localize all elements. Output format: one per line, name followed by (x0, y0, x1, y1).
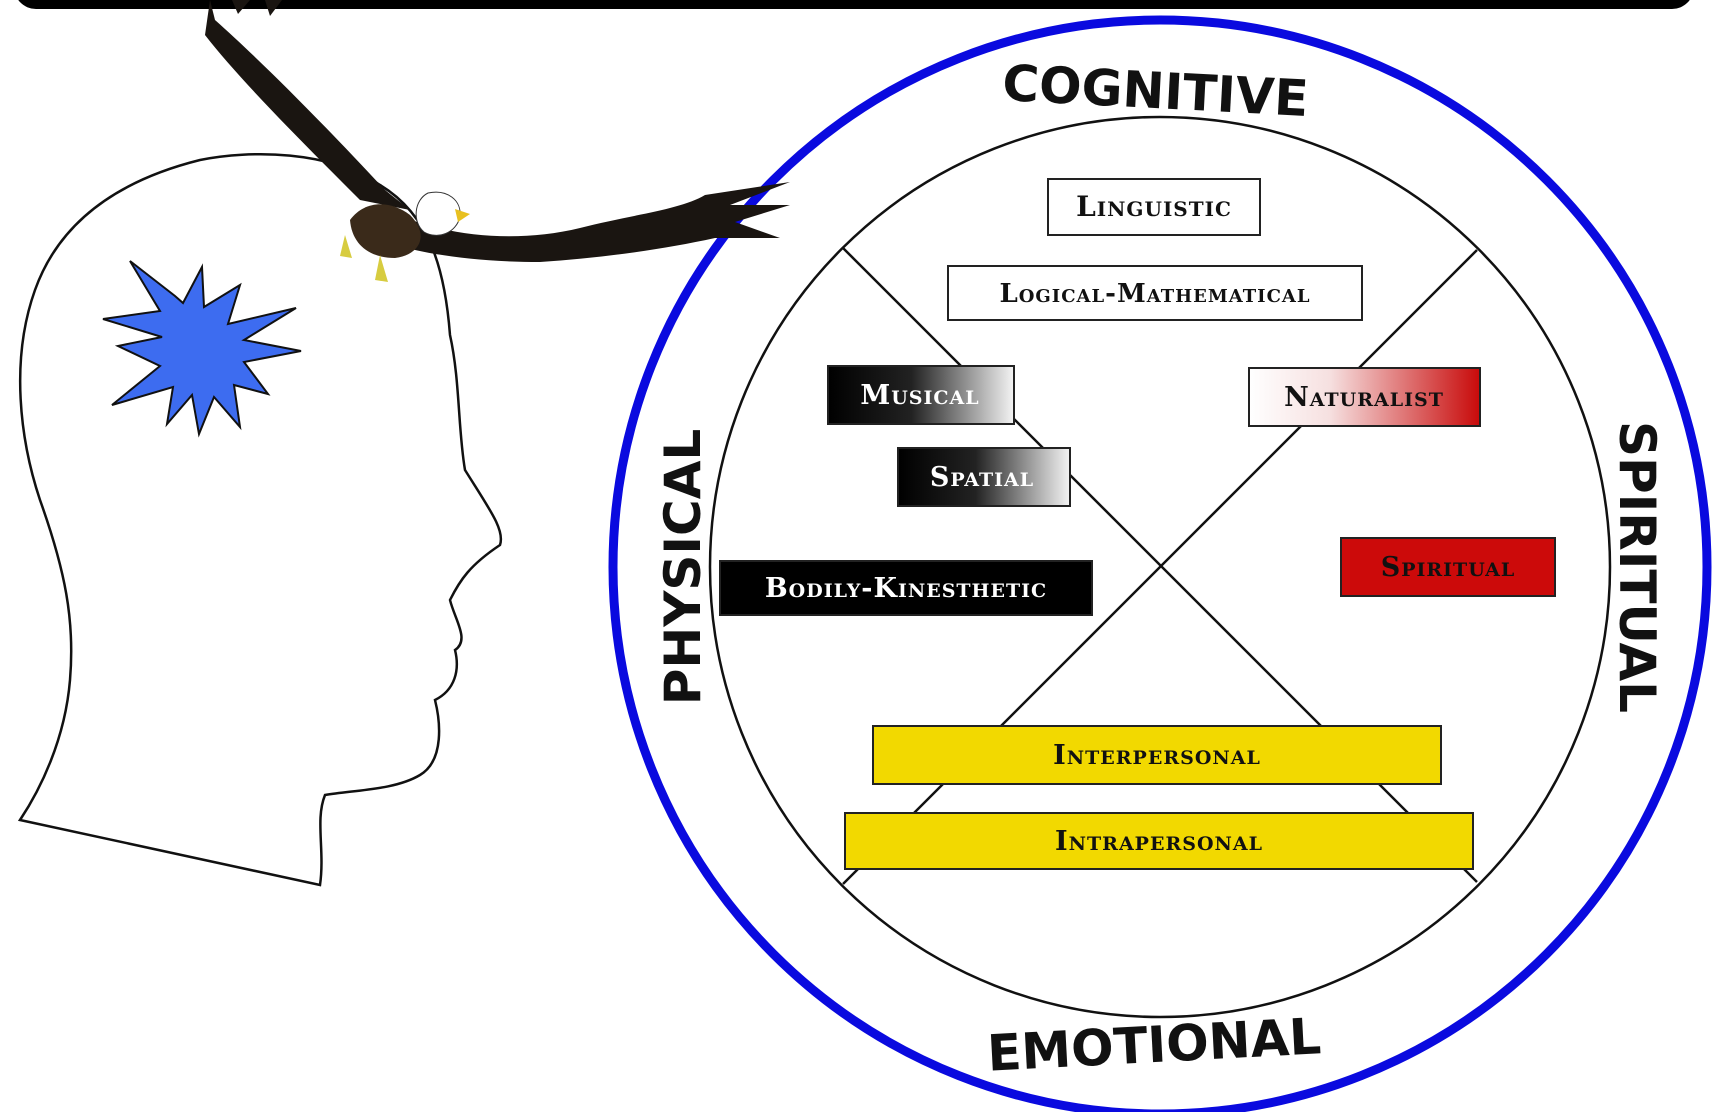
svg-text:Logical-Mathematical: Logical-Mathematical (999, 279, 1310, 309)
svg-text:Spatial: Spatial (930, 462, 1034, 493)
intelligence-linguistic: Linguistic (1047, 178, 1261, 236)
svg-text:Naturalist: Naturalist (1284, 382, 1444, 413)
svg-text:Musical: Musical (860, 380, 979, 411)
svg-text:Bodily-Kinesthetic: Bodily-Kinesthetic (765, 573, 1047, 604)
intelligence-musical: Musical (827, 365, 1015, 425)
quadrant-label-left: PHYSICAL (654, 429, 712, 706)
eagle-icon (205, 0, 790, 282)
intelligence-spatial: Spatial (897, 447, 1071, 507)
svg-text:Linguistic: Linguistic (1076, 190, 1232, 223)
svg-text:Interpersonal: Interpersonal (1053, 740, 1261, 771)
svg-text:Intrapersonal: Intrapersonal (1055, 826, 1263, 857)
intelligence-naturalist: Naturalist (1248, 367, 1481, 427)
outer-ring (608, 15, 1712, 1112)
quadrant-label-right: SPIRITUAL (1608, 421, 1666, 713)
head-silhouette (17, 153, 503, 887)
intelligence-spiritual: Spiritual (1340, 537, 1556, 597)
intelligence-logical-mathematical: Logical-Mathematical (947, 265, 1363, 321)
top-bar (14, 0, 1694, 9)
intelligence-intrapersonal: Intrapersonal (844, 812, 1474, 870)
idea-burst-icon (102, 260, 302, 438)
intelligence-bodily-kinesthetic: Bodily-Kinesthetic (719, 560, 1093, 616)
svg-text:Spiritual: Spiritual (1381, 552, 1516, 583)
quadrant-label-top: COGNITIVE (1001, 54, 1310, 128)
intelligence-interpersonal: Interpersonal (872, 725, 1442, 785)
quadrant-label-bottom: EMOTIONAL (986, 1007, 1323, 1082)
